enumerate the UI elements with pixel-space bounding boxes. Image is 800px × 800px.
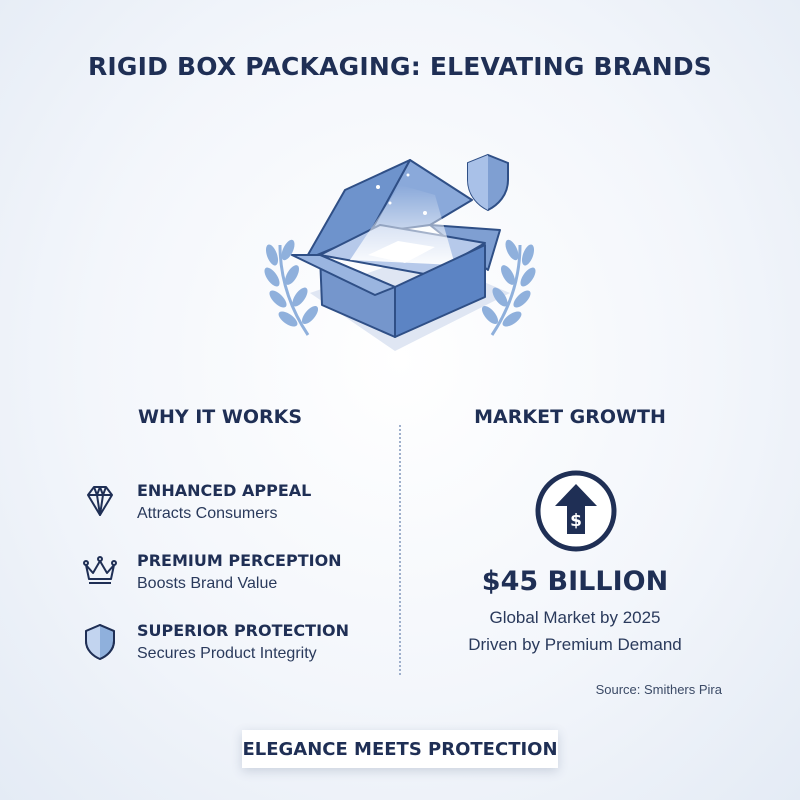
tagline-text: ELEGANCE MEETS PROTECTION [242,738,558,760]
diamond-icon [87,486,113,516]
tagline-banner: ELEGANCE MEETS PROTECTION [242,730,558,768]
svg-text:$: $ [570,511,582,531]
feature-enhanced-appeal: ENHANCED APPEAL Attracts Consumers [80,481,380,531]
market-line-2: Driven by Premium Demand [468,635,682,654]
why-it-works-heading: WHY IT WORKS [137,406,303,428]
crown-icon [83,556,117,584]
column-divider [399,425,401,675]
market-growth-heading: MARKET GROWTH [474,406,666,428]
shield-icon [85,624,115,660]
hero-illustration [264,153,536,351]
open-box-icon [291,159,501,338]
feature-subtitle: Boosts Brand Value [137,575,278,592]
feature-title: PREMIUM PERCEPTION [137,551,342,570]
source-note: Source: Smithers Pira [595,682,722,697]
feature-subtitle: Secures Product Integrity [137,645,317,662]
market-line-1: Global Market by 2025 [489,608,661,627]
shield-icon [467,153,509,212]
feature-premium-perception: PREMIUM PERCEPTION Boosts Brand Value [80,551,380,601]
feature-title: SUPERIOR PROTECTION [137,621,350,640]
market-amount: $45 BILLION [481,566,669,597]
feature-superior-protection: SUPERIOR PROTECTION Secures Product Inte… [80,621,380,671]
page-title: RIGID BOX PACKAGING: ELEVATING BRANDS [87,52,712,81]
feature-title: ENHANCED APPEAL [137,481,312,500]
laurel-icon [264,239,536,336]
dollar-up-arrow-icon: $ [535,470,617,552]
feature-subtitle: Attracts Consumers [137,505,278,522]
